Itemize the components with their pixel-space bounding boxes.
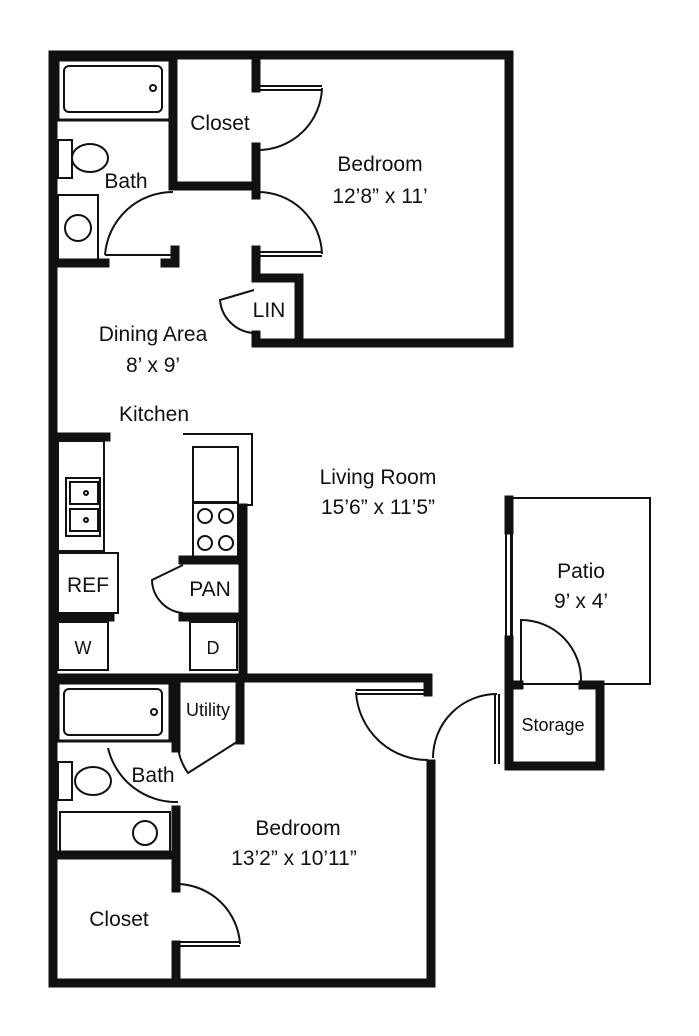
kitchen-counter-left (57, 440, 105, 552)
doors (104, 85, 583, 947)
upper-interior-walls (48, 50, 514, 348)
lower-interior-walls (48, 673, 433, 988)
closet-top-label: Closet (190, 112, 250, 135)
sink-top (57, 194, 99, 261)
patio-label: Patio (557, 560, 605, 583)
living-label: Living Room (320, 466, 437, 489)
kitchen-label: Kitchen (119, 403, 189, 426)
kitchen-walls (48, 432, 248, 683)
sink-bottom (59, 811, 171, 853)
bathtub-bottom (56, 681, 172, 743)
bedroom-top-size: 12’8” x 11’ (332, 185, 427, 208)
bath-top-label: Bath (104, 170, 147, 193)
patio-size: 9’ x 4’ (554, 590, 608, 613)
washer-label: W (75, 638, 92, 658)
living-size: 15’6” x 11’5” (321, 496, 435, 519)
bathtub-top (56, 58, 172, 122)
bedroom-bottom-label: Bedroom (255, 817, 340, 840)
toilet-bottom (57, 761, 73, 801)
toilet-top (57, 139, 73, 179)
labels: Closet Bath Bedroom 12’8” x 11’ LIN Dini… (67, 112, 608, 931)
exterior-walls (48, 50, 514, 988)
bedroom-bottom-size: 13’2” x 10’11” (231, 847, 357, 870)
closet-bottom-label: Closet (89, 908, 149, 931)
dryer (189, 621, 238, 671)
dining-label: Dining Area (99, 323, 208, 346)
utility-label: Utility (186, 700, 230, 720)
ref-label: REF (67, 574, 109, 597)
pan-label: PAN (189, 578, 231, 601)
fixtures (56, 58, 253, 853)
kitchen-sink (69, 481, 99, 505)
lin-label: LIN (253, 299, 286, 322)
storage-label: Storage (521, 715, 584, 735)
bedroom-top-label: Bedroom (337, 153, 422, 176)
washer (57, 621, 109, 671)
refrigerator (57, 552, 119, 614)
dryer-label: D (207, 638, 220, 658)
dining-size: 8’ x 9’ (126, 354, 180, 377)
bath-bottom-label: Bath (131, 764, 174, 787)
stove (192, 502, 239, 558)
